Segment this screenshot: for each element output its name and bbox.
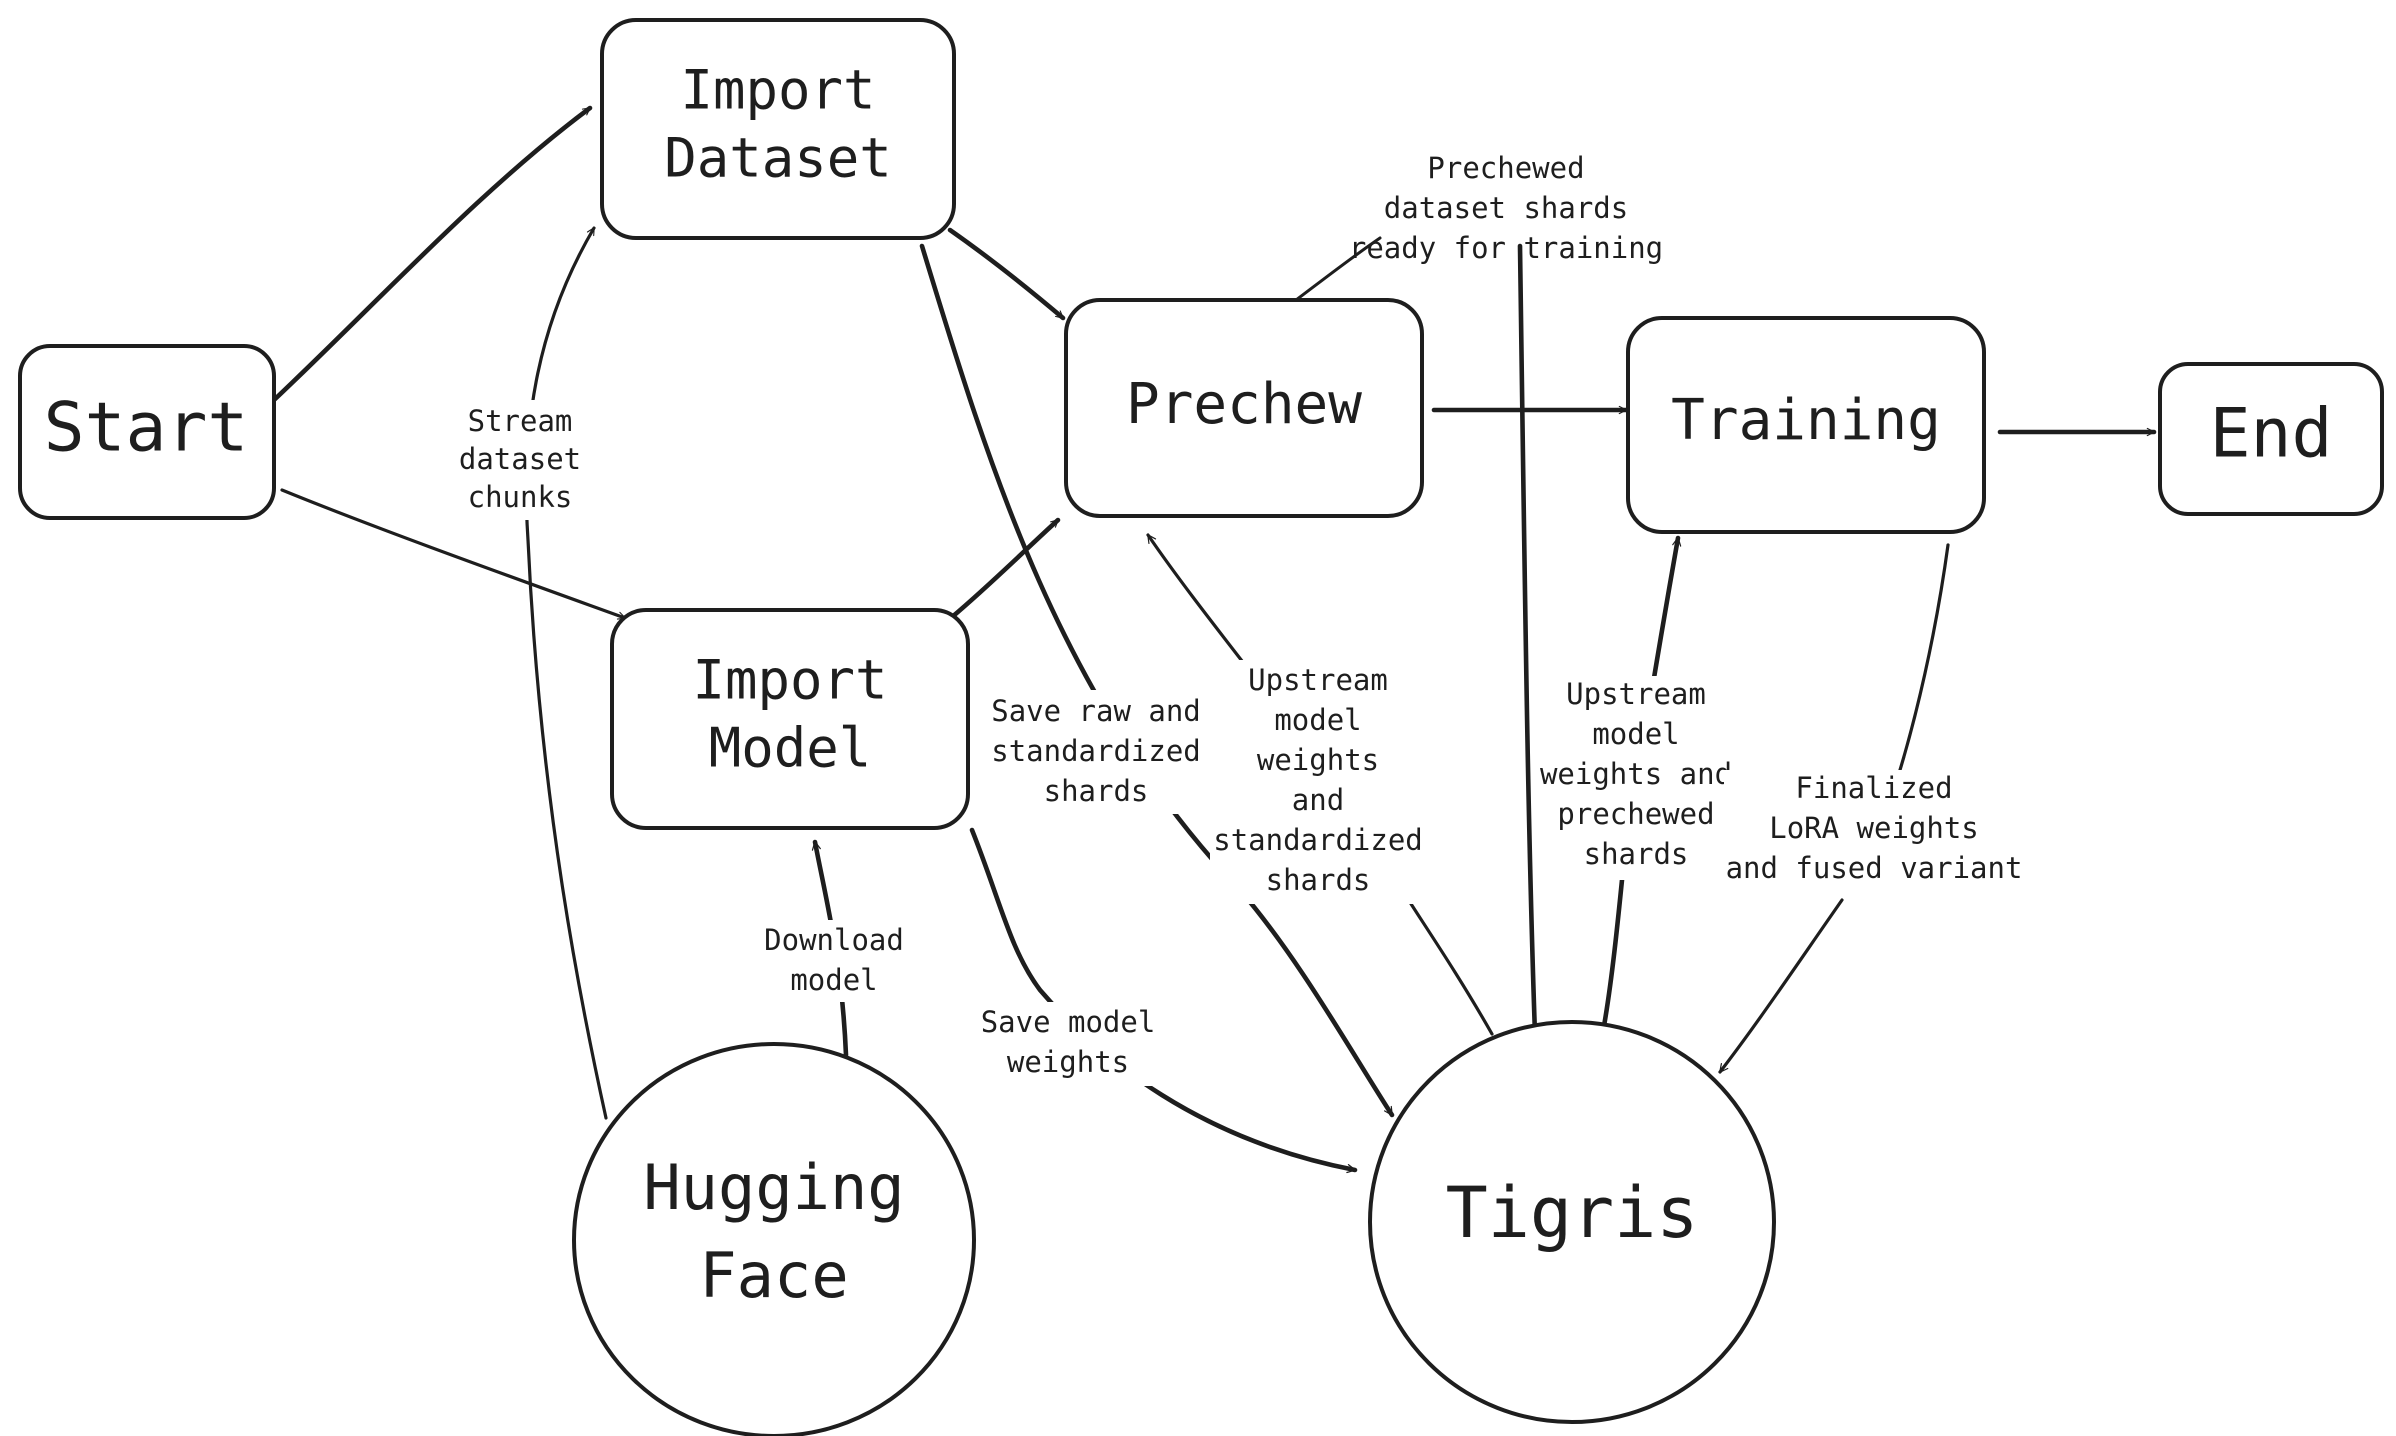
- edge-start-to-import-dataset: [271, 105, 593, 403]
- node-start-label: Start: [44, 389, 249, 468]
- label-upstream-prechew-line-3: weights: [1257, 743, 1379, 777]
- node-import-dataset[interactable]: Import Dataset: [600, 18, 956, 240]
- label-upstream-training-line-4: prechewed: [1557, 797, 1714, 831]
- label-upstream-prechew-line-4: and: [1292, 783, 1344, 817]
- node-import-dataset-line-1: Import: [680, 59, 875, 122]
- label-upstream-prechew-line-1: Upstream: [1248, 663, 1388, 697]
- label-upstream-training-line-1: Upstream: [1566, 677, 1706, 711]
- label-stream-dataset-line-2: dataset: [459, 442, 581, 476]
- label-download-model-line-2: model: [790, 963, 877, 997]
- label-stream-dataset-line-3: chunks: [468, 480, 573, 514]
- node-prechew[interactable]: Prechew: [1064, 298, 1424, 518]
- node-training-label: Training: [1671, 388, 1941, 453]
- label-upstream-training-line-5: shards: [1584, 837, 1689, 871]
- label-finalized-line-1: Finalized: [1795, 771, 1952, 805]
- label-save-raw: Save raw and standardized shards: [982, 690, 1212, 814]
- edge-start-to-import-model: [280, 488, 627, 620]
- node-tigris[interactable]: Tigris: [1368, 1020, 1776, 1424]
- node-import-model-line-1: Import: [692, 649, 887, 712]
- node-end-label: End: [2210, 395, 2333, 474]
- edge-training-to-tigris: [1898, 543, 1950, 772]
- node-import-model-line-2: Model: [709, 717, 872, 780]
- label-upstream-prechew-line-5: standardized: [1213, 823, 1423, 857]
- label-download-model: Download model: [748, 920, 918, 1002]
- label-upstream-training-line-2: model: [1592, 717, 1679, 751]
- node-hugging-face-line-2: Face: [699, 1239, 848, 1312]
- node-prechew-label: Prechew: [1126, 372, 1362, 437]
- node-training[interactable]: Training: [1626, 316, 1986, 534]
- label-finalized-line-3: and fused variant: [1726, 851, 2023, 885]
- label-upstream-prechew-line-2: model: [1274, 703, 1361, 737]
- label-upstream-training-line-3: weights and: [1540, 757, 1732, 791]
- label-upstream-to-prechew: Upstream model weights and standardized …: [1210, 660, 1423, 904]
- label-finalized-line-2: LoRA weights: [1769, 811, 1979, 845]
- label-prechewed-line-3: ready for training: [1349, 231, 1663, 265]
- node-end[interactable]: End: [2158, 362, 2384, 516]
- node-import-model[interactable]: Import Model: [610, 608, 970, 830]
- label-upstream-prechew-line-6: shards: [1266, 863, 1371, 897]
- node-tigris-label: Tigris: [1446, 1172, 1699, 1254]
- node-import-dataset-line-2: Dataset: [664, 127, 892, 190]
- label-save-raw-line-2: standardized: [991, 734, 1201, 768]
- nodes: Start Import Dataset Import Model Preche…: [18, 18, 2384, 1436]
- label-save-raw-line-1: Save raw and: [991, 694, 1201, 728]
- label-download-model-line-1: Download: [764, 923, 904, 957]
- edge-prechew-to-tigris: [1517, 243, 1541, 1065]
- edge-import-dataset-to-prechew: [947, 227, 1066, 321]
- edge-training-to-tigris-tail: [1718, 898, 1844, 1074]
- label-save-raw-line-3: shards: [1044, 774, 1149, 808]
- label-save-model-weights-line-2: weights: [1007, 1045, 1129, 1079]
- edge-import-model-to-prechew: [949, 517, 1061, 620]
- label-prechewed-shards: Prechewed dataset shards ready for train…: [1349, 151, 1663, 265]
- node-hugging-face[interactable]: Hugging Face: [572, 1042, 976, 1436]
- node-hugging-face-line-1: Hugging: [643, 1151, 904, 1224]
- edges: [271, 105, 2157, 1174]
- label-stream-dataset: Stream dataset chunks: [448, 400, 592, 520]
- label-upstream-to-training: Upstream model weights and prechewed sha…: [1538, 676, 1738, 880]
- label-finalized-lora: Finalized LoRA weights and fused variant: [1724, 770, 2022, 894]
- edge-hugging-face-to-import-dataset: [524, 226, 608, 1120]
- label-stream-dataset-line-1: Stream: [468, 404, 573, 438]
- node-start[interactable]: Start: [18, 344, 276, 520]
- label-save-model-weights-line-1: Save model: [981, 1005, 1156, 1039]
- edge-labels: Stream dataset chunks Download model Sav…: [448, 151, 2022, 1086]
- label-prechewed-line-1: Prechewed: [1427, 151, 1584, 185]
- label-prechewed-line-2: dataset shards: [1384, 191, 1628, 225]
- label-save-model-weights: Save model weights: [970, 1002, 1164, 1086]
